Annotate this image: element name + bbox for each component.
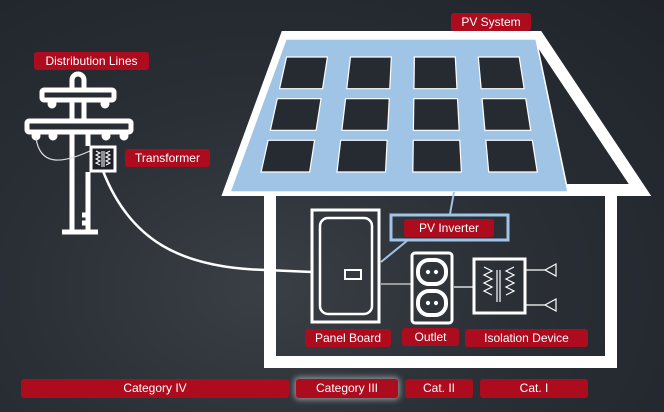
drop-wire (35, 137, 93, 161)
pv-cell (481, 98, 532, 131)
label-panel-board: Panel Board (305, 329, 391, 347)
inverter-dc-line (449, 191, 455, 215)
pv-cell (477, 56, 525, 90)
pv-cell (413, 56, 458, 90)
house-walls (264, 190, 617, 368)
label-outlet: Outlet (402, 328, 459, 346)
label-pv-system: PV System (451, 13, 531, 31)
pv-cell (341, 98, 390, 131)
category-i-bar[interactable]: Cat. I (480, 379, 588, 398)
transformer-icon (89, 145, 117, 173)
inverter-ac-line (380, 239, 409, 263)
category-iii-bar[interactable]: Category III (296, 379, 398, 398)
utility-pole-icon (24, 71, 134, 235)
pv-cell (336, 139, 388, 173)
pv-cell (269, 98, 322, 131)
pv-cell (412, 98, 460, 131)
pv-cell (346, 56, 392, 90)
pv-cell (412, 139, 463, 173)
panel-board-icon (310, 208, 381, 324)
isolation-transformer-icon (472, 257, 557, 315)
pv-cell (278, 56, 329, 90)
category-iv-bar[interactable]: Category IV (21, 379, 289, 398)
pv-cell (485, 139, 538, 173)
category-ii-bar[interactable]: Cat. II (405, 379, 473, 398)
service-cable (101, 170, 313, 274)
label-transformer: Transformer (125, 149, 210, 167)
label-isolation-device: Isolation Device (465, 329, 588, 347)
label-distribution-lines: Distribution Lines (34, 52, 149, 70)
label-pv-inverter: PV Inverter (404, 219, 494, 237)
pv-cell (260, 139, 316, 173)
pv-panel (228, 38, 569, 193)
outlet-icon (410, 251, 454, 325)
pv-inverter-box (389, 213, 510, 242)
